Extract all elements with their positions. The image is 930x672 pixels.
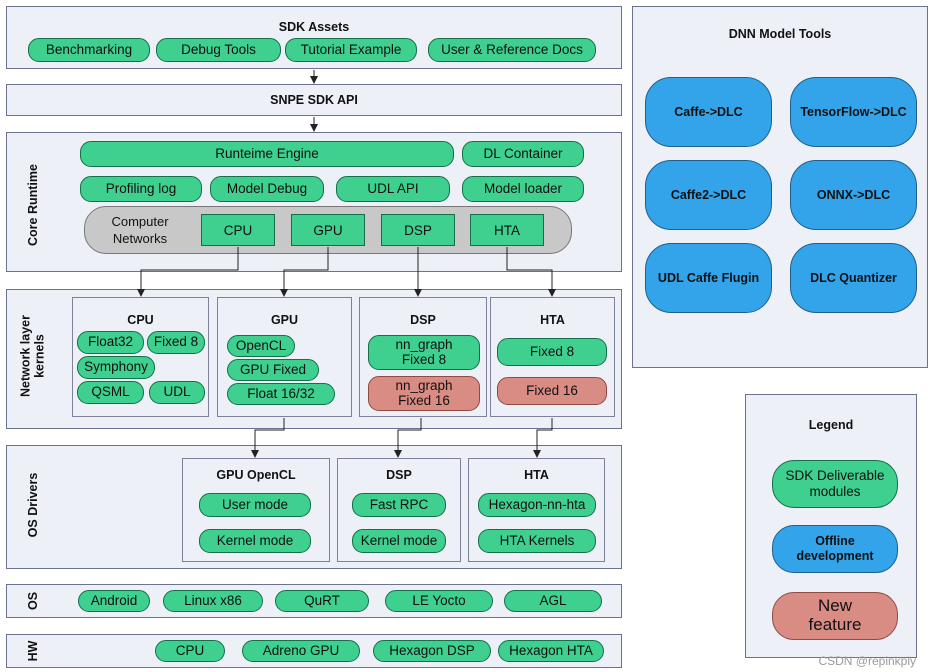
network-kernels-label: Network layer kernels (18, 315, 47, 397)
cpu-udl-module: UDL (149, 381, 205, 404)
onnx-to-dlc-tool: ONNX->DLC (790, 160, 917, 230)
dnn-model-tools-title: DNN Model Tools (728, 27, 832, 41)
runtime-cpu-unit: CPU (201, 214, 275, 246)
watermark: CSDN @repinkply (818, 654, 916, 668)
cpu-qsml-module: QSML (77, 381, 144, 404)
caffe2-to-dlc-tool: Caffe2->DLC (645, 160, 772, 230)
dlc-quantizer-tool: DLC Quantizer (790, 243, 917, 313)
hw-adreno-gpu: Adreno GPU (242, 640, 360, 662)
os-le-yocto: LE Yocto (385, 590, 493, 612)
driver-hta-title: HTA (524, 468, 549, 482)
kernel-hta-title: HTA (540, 313, 565, 327)
runtime-hta-unit: HTA (470, 214, 544, 246)
legend-sdk-deliverable: SDK Deliverable modules (772, 460, 898, 508)
core-runtime-label: Core Runtime (25, 164, 40, 246)
gpu-opencl-module: OpenCL (227, 335, 295, 357)
driver-gpu-title: GPU OpenCL (216, 468, 296, 482)
gpu-user-mode-module: User mode (199, 493, 311, 517)
runtime-dsp-unit: DSP (381, 214, 455, 246)
dl-container-module: DL Container (462, 141, 584, 167)
runtime-engine-module: Runteime Engine (80, 141, 454, 167)
hta-fixed8-module: Fixed 8 (497, 338, 607, 366)
hta-fixed16-new: Fixed 16 (497, 377, 607, 405)
cpu-symphony-module: Symphony (77, 356, 155, 379)
dsp-nngraph-fixed16-new: nn_graph Fixed 16 (368, 376, 480, 411)
sdk-assets-title: SDK Assets (278, 20, 350, 34)
model-loader-module: Model loader (462, 176, 584, 202)
model-debug-module: Model Debug (210, 176, 324, 202)
kernel-cpu-title: CPU (127, 313, 154, 327)
hw-cpu: CPU (155, 640, 225, 662)
legend-title: Legend (808, 418, 854, 432)
hta-hexagon-nn-hta-module: Hexagon-nn-hta (478, 493, 596, 517)
gpu-kernel-mode-module: Kernel mode (199, 529, 311, 553)
os-linux-x86: Linux x86 (163, 590, 263, 612)
hw-label: HW (25, 640, 40, 662)
debug-tools-module: Debug Tools (156, 38, 281, 62)
tensorflow-to-dlc-tool: TensorFlow->DLC (790, 77, 917, 147)
os-label: OS (25, 591, 40, 611)
hw-hexagon-dsp: Hexagon DSP (373, 640, 491, 662)
kernel-gpu-title: GPU (270, 313, 299, 327)
cpu-fixed8-module: Fixed 8 (147, 331, 205, 354)
cpu-float32-module: Float32 (77, 331, 144, 354)
udl-api-module: UDL API (336, 176, 450, 202)
driver-dsp-title: DSP (386, 468, 412, 482)
user-reference-docs-module: User & Reference Docs (428, 38, 596, 62)
tutorial-example-module: Tutorial Example (285, 38, 417, 62)
sdk-api-title: SNPE SDK API (270, 93, 358, 107)
sdk-api-panel (6, 84, 622, 116)
legend-offline-development: Offline development (772, 525, 898, 573)
benchmarking-module: Benchmarking (28, 38, 150, 62)
gpu-float16-32-module: Float 16/32 (227, 383, 335, 405)
computer-networks-label: Computer Networks (111, 214, 169, 246)
runtime-gpu-unit: GPU (291, 214, 365, 246)
profiling-log-module: Profiling log (80, 176, 202, 202)
hta-kernels-module: HTA Kernels (478, 529, 596, 553)
kernel-dsp-title: DSP (410, 313, 436, 327)
os-qurt: QuRT (275, 590, 369, 612)
dsp-kernel-mode-module: Kernel mode (352, 529, 446, 553)
hw-hexagon-hta: Hexagon HTA (498, 640, 604, 662)
os-android: Android (78, 590, 150, 612)
dsp-fast-rpc-module: Fast RPC (352, 493, 446, 517)
legend-new-feature: New feature (772, 592, 898, 640)
caffe-to-dlc-tool: Caffe->DLC (645, 77, 772, 147)
os-drivers-label: OS Drivers (25, 472, 40, 538)
dsp-nngraph-fixed8-module: nn_graph Fixed 8 (368, 335, 480, 370)
udl-caffe-flugin-tool: UDL Caffe Flugin (645, 243, 772, 313)
os-agl: AGL (504, 590, 602, 612)
gpu-fixed-module: GPU Fixed (227, 359, 319, 381)
